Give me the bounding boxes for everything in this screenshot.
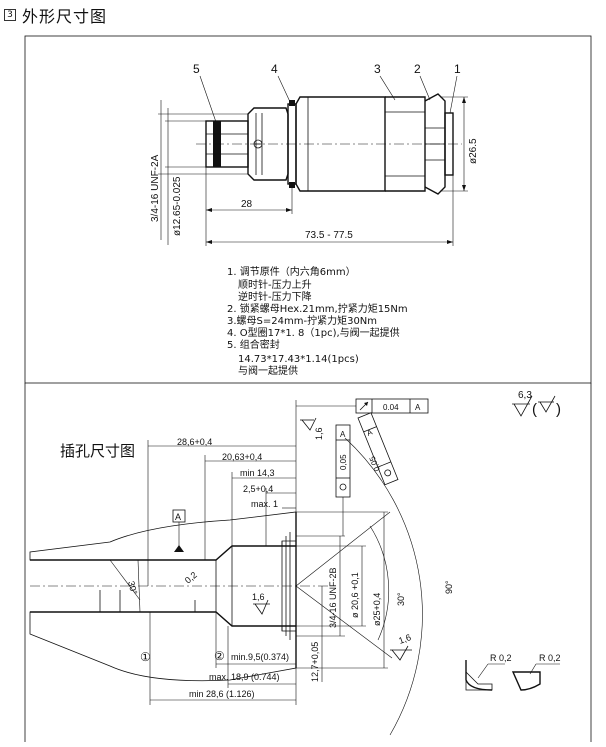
dim-d7: max. 18,9 (0.744)	[209, 672, 280, 682]
cavity-dimensions	[109, 400, 423, 736]
dim-d15: 30°	[126, 580, 139, 596]
section-header: 3 外形尺寸图	[4, 2, 107, 28]
radius-label-1: R 0,2	[490, 653, 512, 663]
dim-d10: 3/4-16 UNF-2B	[328, 567, 338, 628]
radius-label-2: R 0,2	[539, 653, 561, 663]
dim-d11: ø 20,6 +0,1	[350, 572, 360, 618]
dim-d8: min 28,6 (1.126)	[189, 689, 255, 699]
dim-d16: 0,2	[183, 570, 199, 586]
dim-d9: 12,7+0,05	[310, 642, 320, 682]
surface-value: 6,3	[518, 390, 532, 401]
note-1a: 顺时针-压力上升	[238, 278, 312, 291]
callout-5: 5	[193, 62, 200, 76]
cavity-section	[29, 511, 330, 682]
note-1: 1. 调节原件（内六角6mm）	[227, 265, 356, 278]
marker-2: ②	[214, 649, 225, 663]
roughness-1: 1,6	[314, 427, 324, 440]
diameter-label: ø12.65-0.025	[172, 176, 183, 236]
top-dimensions	[158, 96, 468, 246]
note-5: 5. 组合密封	[227, 338, 280, 351]
feature-control-frame	[296, 398, 429, 414]
fcf-datum: A	[415, 403, 421, 412]
dim-28: 28	[241, 199, 253, 210]
dim-d14: 90°	[444, 580, 454, 594]
tol-box-2-datum: A	[365, 427, 374, 438]
dim-d1: 28,6+0,4	[177, 437, 212, 447]
marker-1: ①	[140, 650, 151, 664]
svg-text:(: (	[532, 401, 537, 418]
dim-d3: min 14,3	[240, 468, 275, 478]
fcf-value: 0.04	[383, 403, 399, 412]
callout-leaders	[199, 75, 458, 123]
roughness-marks	[253, 417, 412, 661]
note-5b: 与阀一起提供	[238, 364, 298, 377]
roughness-3: 1,6	[397, 632, 412, 646]
radius-details	[465, 660, 560, 691]
tol-box-1-value: 0,05	[339, 454, 348, 470]
tol-box-2-value: 0,05	[367, 454, 381, 472]
valve-outline	[196, 93, 462, 195]
svg-text:): )	[556, 401, 561, 418]
note-5a: 14.73*17.43*1.14(1pcs)	[238, 354, 359, 365]
callout-3: 3	[374, 62, 381, 76]
section-title: 外形尺寸图	[22, 7, 108, 26]
dim-d6: min.9,5(0.374)	[231, 652, 289, 662]
cavity-title: 插孔尺寸图	[60, 442, 135, 460]
note-4: 4. O型圈17*1. 8（1pc),与阀一起提供	[227, 326, 400, 339]
notes-block: 1. 调节原件（内六角6mm） 顺时针-压力上升 逆时针-压力下降 2. 锁紧螺…	[227, 265, 408, 377]
surface-roughness-symbol: 6,3 ( )	[512, 390, 561, 418]
note-3: 3.螺母S=24mm-拧紧力矩30Nm	[227, 314, 377, 327]
tolerance-boxes	[335, 412, 399, 536]
thread-label: 3/4-16 UNF-2A	[150, 154, 161, 222]
dim-d5: max. 1	[251, 499, 278, 509]
dim-d26: ø26.5	[468, 138, 479, 164]
dim-d2: 20,63+0,4	[222, 452, 262, 462]
roughness-2: 1,6	[252, 592, 265, 602]
dim-d13: 30°	[396, 592, 406, 606]
note-2: 2. 锁紧螺母Hex.21mm,拧紧力矩15Nm	[227, 302, 408, 315]
tol-box-1-datum: A	[340, 430, 346, 439]
dim-d12: ø25+0,4	[372, 593, 382, 626]
callout-2: 2	[414, 62, 421, 76]
dim-d4: 2,5+0,4	[243, 484, 273, 494]
callout-1: 1	[454, 62, 461, 76]
dim-length: 73.5 - 77.5	[305, 230, 353, 241]
callout-4: 4	[271, 62, 278, 76]
note-1b: 逆时针-压力下降	[238, 290, 312, 303]
section-index-mark: 3	[4, 9, 16, 21]
top-frame	[24, 35, 592, 384]
datum-label: A	[175, 512, 181, 522]
